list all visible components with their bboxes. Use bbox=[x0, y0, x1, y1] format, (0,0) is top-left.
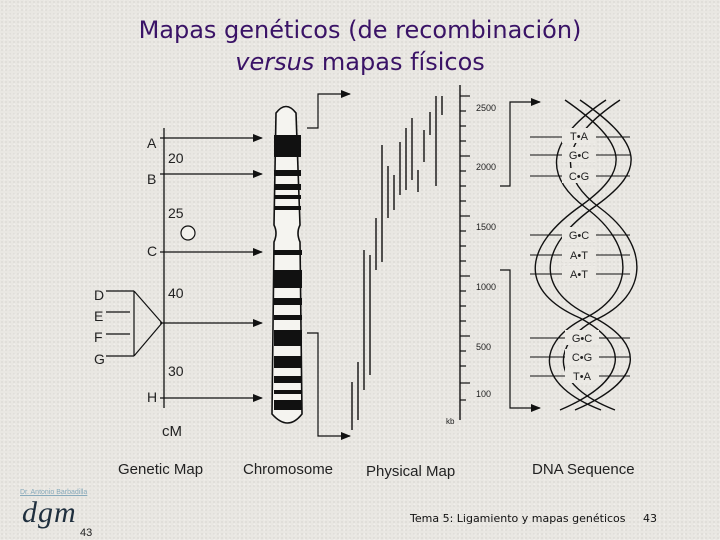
physical-map-label: Physical Map bbox=[366, 463, 455, 480]
author-link[interactable]: Dr. Antonio Barbadilla bbox=[20, 489, 88, 496]
kb-ruler-ticks bbox=[460, 95, 470, 401]
title-line-1: Mapas genéticos (de recombinación) bbox=[138, 16, 582, 44]
distance-ab: 20 bbox=[168, 150, 184, 166]
dna-sequence-label: DNA Sequence bbox=[532, 461, 635, 478]
dgm-logo: dgm bbox=[22, 496, 77, 529]
chromosome-arrow-top bbox=[307, 90, 351, 129]
clone-contigs bbox=[351, 96, 443, 430]
slide-title: Mapas genéticos (de recombinación) versu… bbox=[0, 14, 720, 78]
locus-c: C bbox=[147, 243, 157, 259]
locus-b: B bbox=[147, 171, 156, 187]
physical-arrow-bottom bbox=[500, 269, 541, 412]
base-pair-4: G•C bbox=[569, 230, 589, 242]
base-pair-3: C•G bbox=[569, 171, 589, 183]
chromosome-arrow-bottom bbox=[307, 332, 351, 440]
kb-tick-2000: 2000 bbox=[476, 162, 496, 172]
centromere-marker bbox=[180, 225, 196, 241]
kb-tick-1000: 1000 bbox=[476, 282, 496, 292]
locus-f: F bbox=[94, 329, 103, 345]
logo-number: 43 bbox=[80, 527, 93, 539]
dna-helix: T•A G•C C•G G•C A•T A•T G•C C•G T•A DNA … bbox=[530, 99, 638, 478]
base-pair-8: C•G bbox=[572, 352, 592, 364]
dna-strand-2-inner bbox=[548, 99, 624, 411]
title-line-2-rest: mapas físicos bbox=[314, 48, 485, 76]
kb-tick-100: 100 bbox=[476, 389, 491, 399]
cm-unit: cM bbox=[162, 423, 182, 440]
base-pair-5: A•T bbox=[570, 250, 588, 262]
physical-arrow-top bbox=[500, 98, 541, 187]
footer-subject: Tema 5: Ligamiento y mapas genéticos bbox=[410, 512, 626, 525]
kb-tick-1500: 1500 bbox=[476, 222, 496, 232]
physical-map: 2500 2000 1500 1000 500 100 kb Physical … bbox=[351, 85, 541, 480]
title-line-2: versus mapas físicos bbox=[0, 46, 720, 78]
locus-g: G bbox=[94, 351, 105, 367]
kb-unit: kb bbox=[446, 417, 455, 426]
locus-a: A bbox=[147, 135, 157, 151]
locus-d: D bbox=[94, 287, 104, 303]
base-pair-2: G•C bbox=[569, 150, 589, 162]
kb-tick-500: 500 bbox=[476, 342, 491, 352]
genetic-map: A B C D E F G H 20 25 40 30 cM bbox=[94, 128, 263, 478]
title-versus: versus bbox=[235, 48, 315, 76]
chromosome-label: Chromosome bbox=[243, 461, 333, 478]
chromosome-bands bbox=[274, 135, 302, 410]
genetic-map-label: Genetic Map bbox=[118, 461, 203, 478]
base-pair-9: T•A bbox=[573, 371, 592, 383]
kb-tick-2500: 2500 bbox=[476, 103, 496, 113]
dna-strand-1-inner bbox=[549, 99, 632, 411]
chromosome: Chromosome bbox=[243, 90, 351, 478]
locus-e: E bbox=[94, 308, 103, 324]
base-pair-1: T•A bbox=[570, 131, 589, 143]
base-pair-7: G•C bbox=[572, 333, 592, 345]
page-number: 43 bbox=[643, 512, 657, 525]
distance-cd: 40 bbox=[168, 285, 184, 301]
locus-h: H bbox=[147, 389, 157, 405]
dna-strand-1-outer bbox=[534, 99, 617, 411]
distance-bc: 25 bbox=[168, 205, 184, 221]
bracket-triangle bbox=[133, 290, 163, 357]
distance-gh: 30 bbox=[168, 363, 184, 379]
base-pair-6: A•T bbox=[570, 269, 588, 281]
